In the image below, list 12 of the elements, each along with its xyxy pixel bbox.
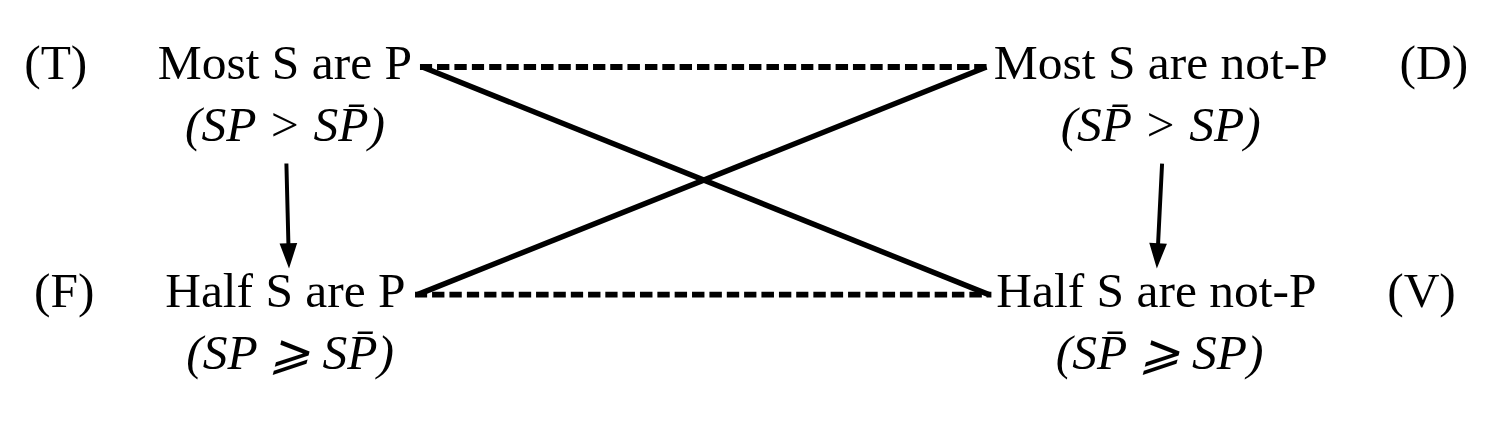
connector <box>419 64 989 70</box>
arrow <box>279 163 298 269</box>
arrow <box>1149 163 1167 269</box>
node-text: Most S are P (SP > SP̄) <box>157 35 412 153</box>
node-text: Half S are not-P (SP̄ ⩾ SP) <box>996 263 1317 380</box>
node-label: (T) <box>24 35 88 91</box>
node-label: (F) <box>34 263 95 318</box>
node-label: (D) <box>1399 35 1469 91</box>
node-text: Half S are P (SP ⩾ SP̄) <box>165 263 406 380</box>
connector <box>415 291 992 298</box>
node-label: (V) <box>1387 263 1456 318</box>
node-text: Most S are not-P (SP̄ > SP) <box>993 35 1328 153</box>
